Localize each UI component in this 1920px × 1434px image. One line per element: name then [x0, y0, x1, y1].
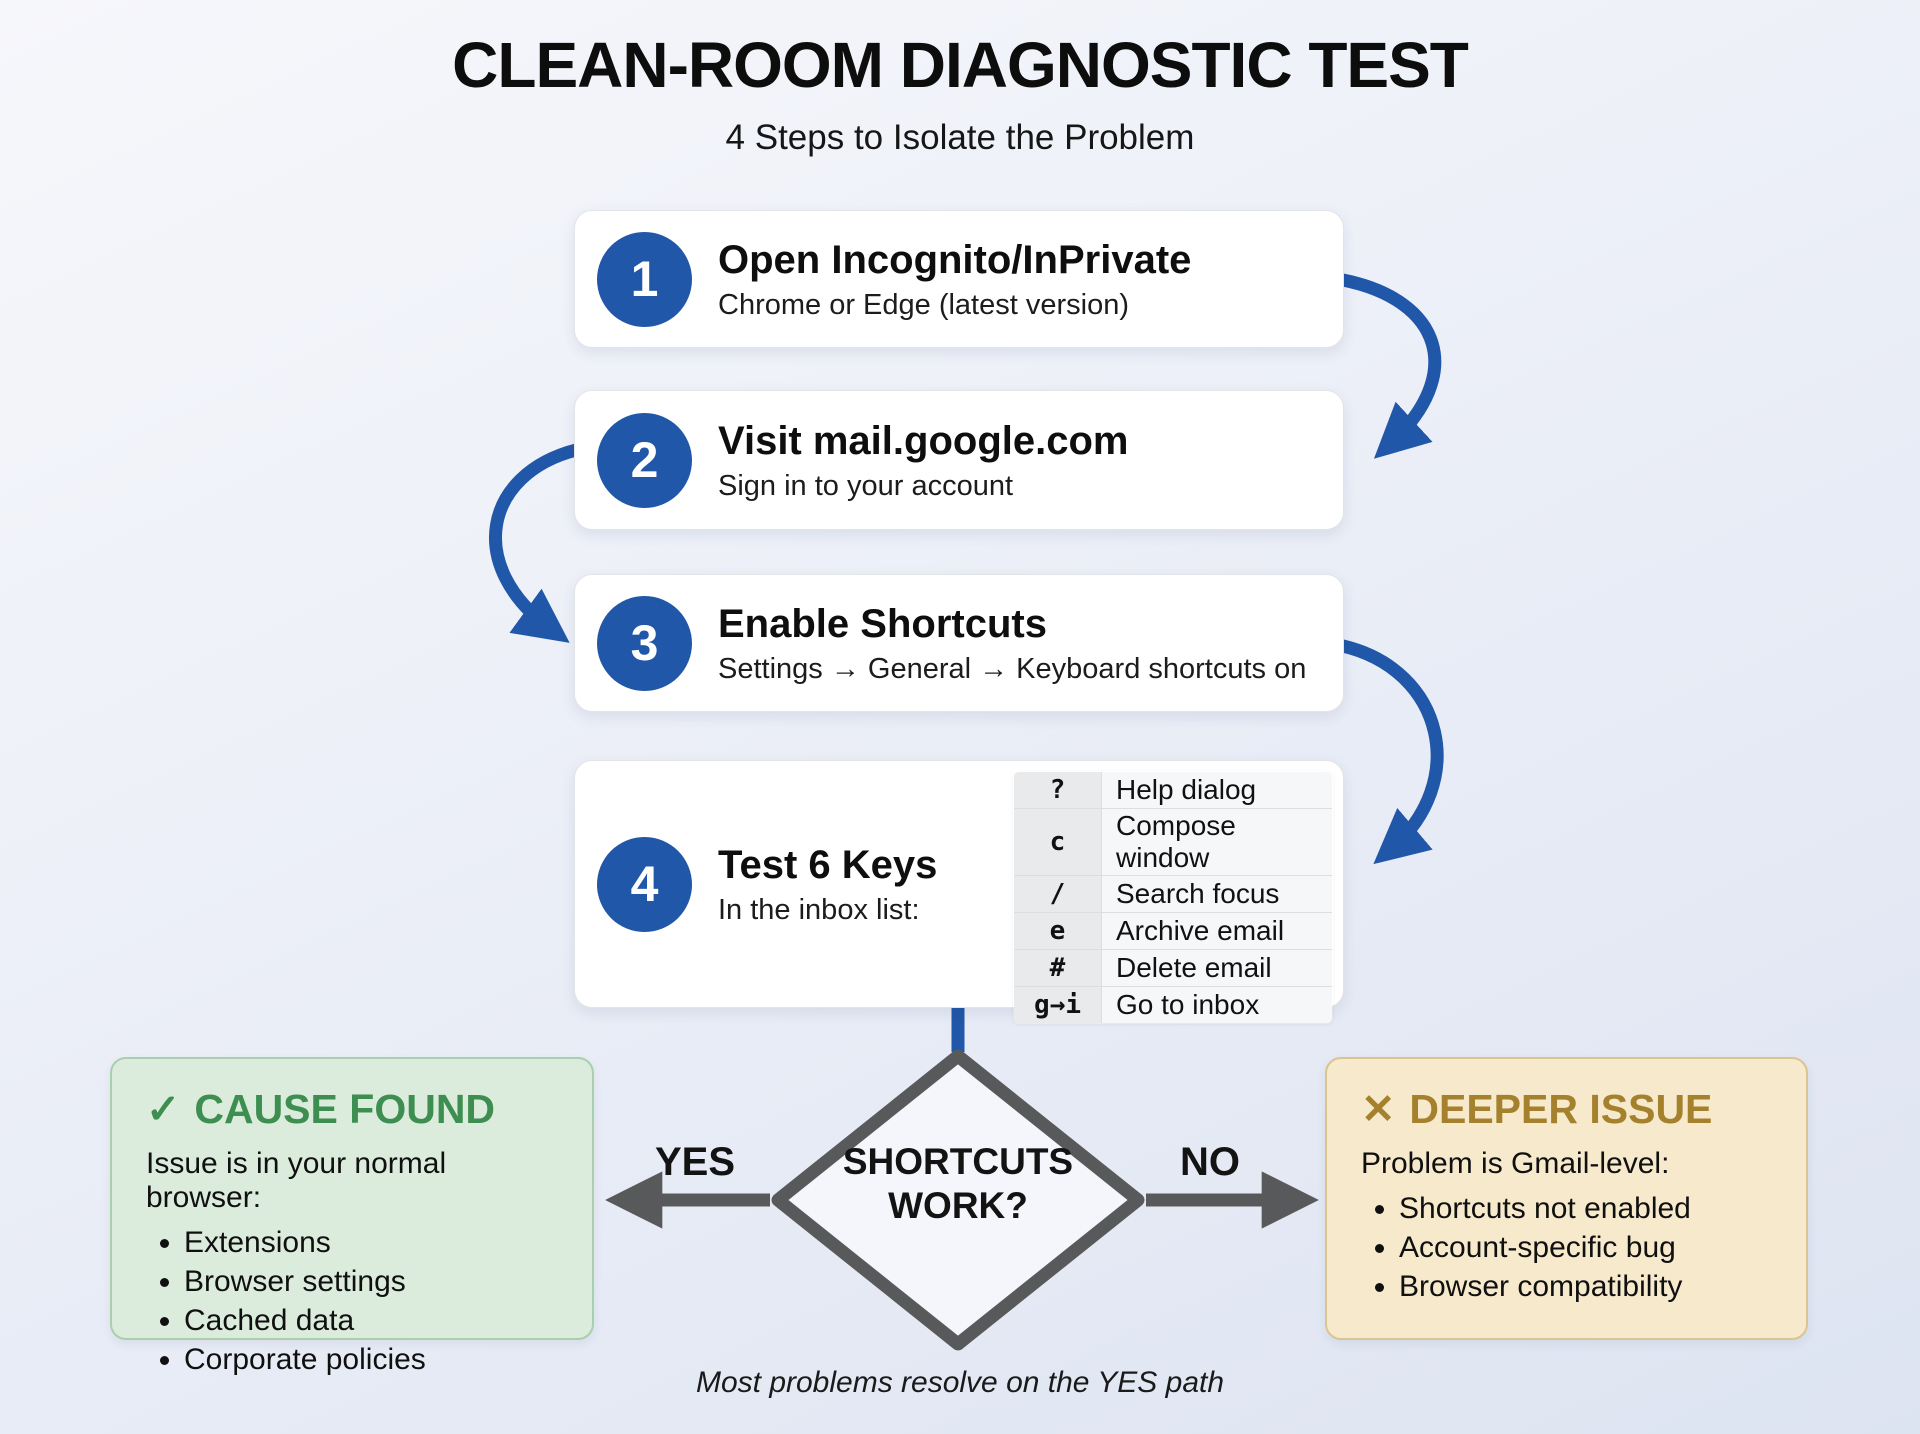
yes-label: YES [655, 1140, 736, 1184]
outcome-bullet: Shortcuts not enabled [1399, 1189, 1772, 1228]
check-icon: ✓ [146, 1086, 181, 1132]
outcome-bullet: Cached data [184, 1301, 558, 1340]
footer-note: Most problems resolve on the YES path [695, 1366, 1225, 1399]
outcome-bullet: Extensions [184, 1223, 558, 1262]
outcome-bullet-list: Extensions Browser settings Cached data … [160, 1223, 558, 1379]
shortcut-row: e Archive email [1014, 912, 1332, 950]
outcome-heading-text: CAUSE FOUND [194, 1085, 496, 1132]
shortcut-table: ? Help dialog c Compose window / Search … [1013, 771, 1333, 1024]
outcome-lead: Issue is in your normal browser: [146, 1147, 447, 1214]
shortcut-row: # Delete email [1014, 949, 1332, 987]
shortcut-row: / Search focus [1014, 875, 1332, 913]
shortcut-action: Compose window [1101, 808, 1332, 876]
step-subtitle: In the inbox list: [718, 893, 920, 926]
no-label: NO [1180, 1140, 1240, 1184]
step-card-4: 4 Test 6 Keys In the inbox list: ? Help … [574, 760, 1344, 1024]
step-subtitle: Sign in to your account [718, 469, 1014, 502]
step-card-2: 2 Visit mail.google.com Sign in to your … [574, 390, 1344, 530]
step-card-3: 3 Enable Shortcuts Settings → General → … [574, 574, 1344, 712]
shortcut-key: e [1014, 912, 1102, 950]
deeper-issue-box: ✕ DEEPER ISSUE Problem is Gmail-level: S… [1325, 1057, 1808, 1340]
shortcut-row: c Compose window [1014, 808, 1332, 876]
arrow-step1-to-step2 [1336, 273, 1442, 459]
arrow-step3-to-step4 [1336, 639, 1444, 865]
shortcut-action: Archive email [1101, 912, 1332, 950]
step-number-badge: 3 [597, 595, 692, 691]
shortcut-key: g→i [1014, 986, 1102, 1023]
step-title: Open Incognito/InPrivate [718, 237, 1192, 282]
step-number-badge: 2 [597, 412, 692, 508]
page-title: CLEAN-ROOM DIAGNOSTIC TEST [452, 29, 1469, 101]
decision-label: SHORTCUTS WORK? [808, 1140, 1108, 1227]
step-title: Enable Shortcuts [718, 601, 1047, 646]
shortcut-key: / [1014, 875, 1102, 913]
outcome-bullet-list: Shortcuts not enabled Account-specific b… [1375, 1189, 1772, 1306]
outcome-heading-no: ✕ DEEPER ISSUE [1361, 1085, 1772, 1133]
shortcut-row: ? Help dialog [1014, 772, 1332, 809]
outcome-heading-text: DEEPER ISSUE [1409, 1085, 1713, 1132]
decision-line2: WORK? [888, 1184, 1028, 1226]
outcome-heading-yes: ✓ CAUSE FOUND [146, 1085, 558, 1133]
page-subtitle: 4 Steps to Isolate the Problem [725, 118, 1195, 157]
shortcut-action: Go to inbox [1101, 986, 1332, 1023]
shortcut-key: # [1014, 949, 1102, 987]
outcome-bullet: Browser compatibility [1399, 1267, 1772, 1306]
step-number-badge: 1 [597, 231, 692, 327]
step-subtitle: Settings → General → Keyboard shortcuts … [718, 652, 1307, 685]
step-title: Visit mail.google.com [718, 418, 1129, 463]
step-subtitle: Chrome or Edge (latest version) [718, 288, 1129, 321]
step-title: Test 6 Keys [718, 842, 938, 887]
cross-icon: ✕ [1361, 1086, 1396, 1132]
shortcut-action: Help dialog [1101, 772, 1332, 809]
outcome-bullet: Corporate policies [184, 1340, 558, 1379]
decision-line1: SHORTCUTS [842, 1141, 1074, 1182]
arrow-step2-to-step3 [489, 443, 583, 643]
step-card-1: 1 Open Incognito/InPrivate Chrome or Edg… [574, 210, 1344, 348]
shortcut-row: g→i Go to inbox [1014, 986, 1332, 1023]
shortcut-action: Search focus [1101, 875, 1332, 913]
outcome-bullet: Account-specific bug [1399, 1228, 1772, 1267]
cause-found-box: ✓ CAUSE FOUND Issue is in your normal br… [110, 1057, 594, 1376]
shortcut-action: Delete email [1101, 949, 1332, 987]
step-number-badge: 4 [597, 836, 692, 932]
shortcut-key: ? [1014, 772, 1102, 809]
outcome-lead: Problem is Gmail-level: [1361, 1147, 1670, 1180]
shortcut-key: c [1014, 808, 1102, 876]
outcome-bullet: Browser settings [184, 1262, 558, 1301]
